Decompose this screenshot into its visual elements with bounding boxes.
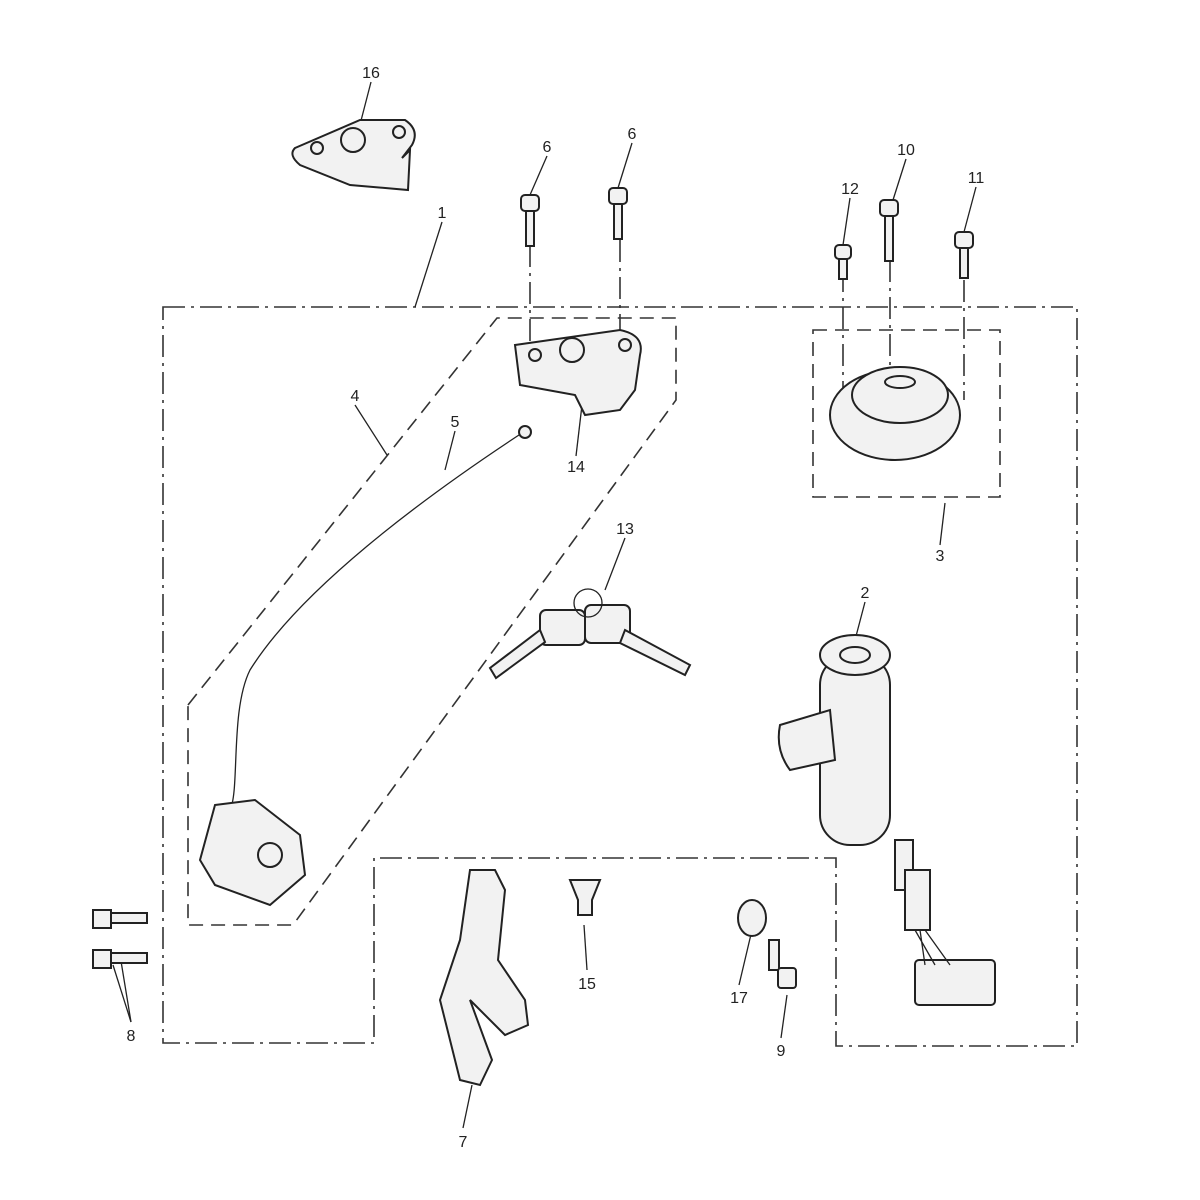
callout-12: 12	[841, 181, 859, 198]
bracket-plate-16	[291, 119, 416, 192]
callout-10: 10	[897, 142, 915, 159]
callout-4: 4	[351, 388, 360, 405]
clip-15	[568, 879, 602, 916]
switch-14	[513, 328, 642, 417]
callout-14: 14	[567, 459, 585, 476]
callout-labels: 16 6 6 10 12 11 1 4 5 14 13 3 2 15 17 9 …	[127, 65, 985, 1151]
assembly-3-outline	[812, 329, 1001, 498]
kit-1-outline	[162, 306, 1078, 1047]
fuel-cap-3	[829, 366, 961, 461]
assembly-4-outline	[187, 317, 677, 926]
callout-8: 8	[127, 1028, 136, 1045]
washer-17	[737, 899, 767, 937]
callout-2: 2	[861, 585, 870, 602]
callout-3: 3	[936, 548, 945, 565]
cable-5	[229, 432, 523, 811]
callout-16: 16	[362, 65, 380, 82]
bracket-7	[438, 869, 530, 1087]
callout-11: 11	[968, 170, 985, 187]
keys-13	[488, 588, 692, 680]
sensor-4	[198, 798, 307, 907]
screws	[520, 187, 974, 280]
bolts-8	[92, 909, 148, 969]
callout-5: 5	[451, 414, 460, 431]
callout-13: 13	[616, 521, 634, 538]
callout-1: 1	[438, 205, 447, 222]
leader-lines	[112, 81, 977, 1129]
callout-6: 6	[543, 139, 552, 156]
callout-7: 7	[459, 1134, 468, 1151]
callout-6: 6	[628, 126, 637, 143]
callout-17: 17	[730, 990, 748, 1007]
bolt-9	[768, 939, 797, 989]
callout-9: 9	[777, 1043, 786, 1060]
ignition-switch-2	[777, 634, 996, 1006]
callout-15: 15	[578, 976, 596, 993]
